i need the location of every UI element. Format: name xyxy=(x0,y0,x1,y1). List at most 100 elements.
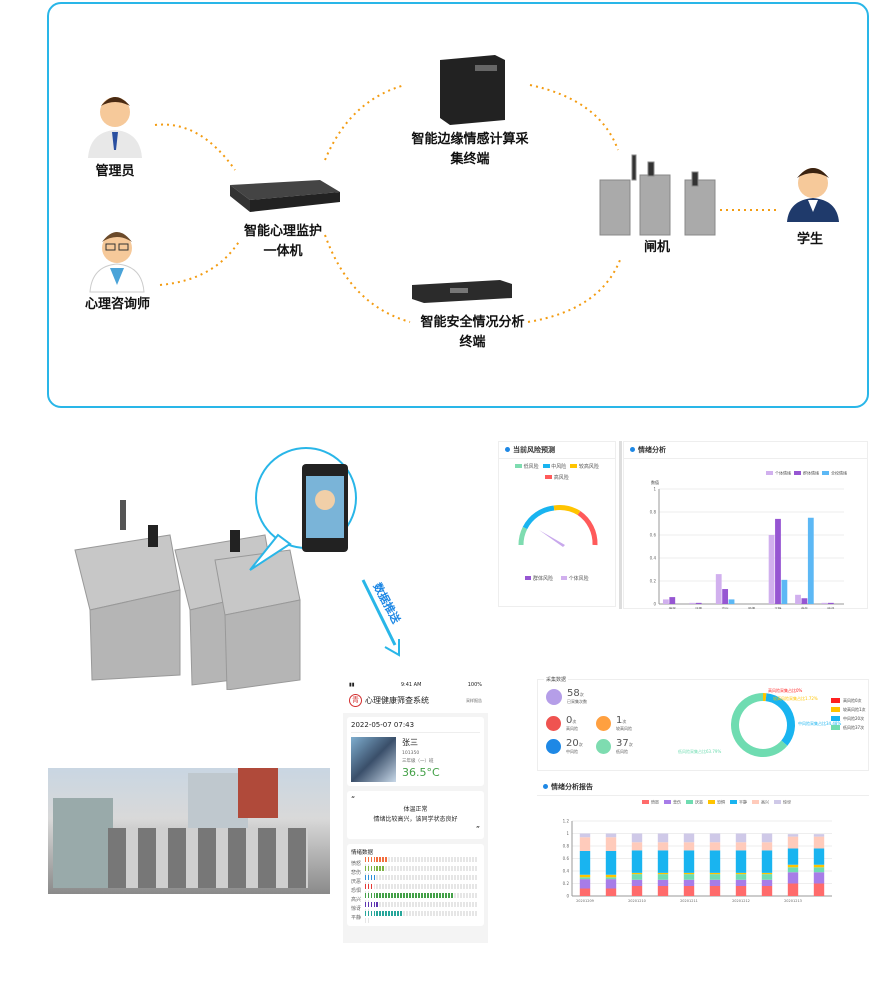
user-icon xyxy=(546,688,562,705)
bar-segment xyxy=(631,872,643,875)
donut-slice xyxy=(731,693,788,757)
bar-segment xyxy=(683,872,695,875)
connector-monitor-edge xyxy=(324,84,406,161)
y-tick-label: 0.8 xyxy=(563,844,570,849)
risk-count-label: 中风险 xyxy=(566,749,578,754)
emotion-bar-chart: 00.20.40.60.81数值愤怒厌恶高兴恐惧平静悲伤惊讶个体情绪群体情绪全校… xyxy=(650,470,847,612)
unit-label: 次 xyxy=(572,719,577,724)
legend-swatch xyxy=(708,800,715,804)
bar-segment xyxy=(683,886,695,896)
bar-segment xyxy=(683,833,695,843)
legend-low-risk: 低风险 xyxy=(515,463,539,470)
risk-count-1: 1次较高风险 xyxy=(596,715,632,732)
legend-label: 平静 xyxy=(739,799,747,805)
bar-segment xyxy=(579,837,591,851)
legend-label: 高兴 xyxy=(761,799,769,805)
bar-segment xyxy=(605,877,617,880)
system-diagram-frame xyxy=(47,2,869,408)
bar-segment xyxy=(631,842,643,851)
risk-count-0: 0次高风险 xyxy=(546,715,578,732)
donut-legend-swatch xyxy=(831,707,840,712)
label-monitor: 智能心理监护一体机 xyxy=(243,224,322,259)
student-class: 三年级（一）班 xyxy=(402,759,434,764)
label-safety-terminal: 智能安全情况分析终端 xyxy=(420,315,525,350)
bar-segment xyxy=(813,872,825,884)
emotion-level-bar xyxy=(364,874,480,889)
bar-segment xyxy=(657,872,669,875)
gauge-high-segment xyxy=(577,510,598,546)
emotion-label: 高兴 xyxy=(351,897,362,903)
label-student: 学生 xyxy=(796,232,823,247)
y-tick-label: 0 xyxy=(653,602,656,607)
y-tick-label: 1.2 xyxy=(563,819,570,824)
donut-label: 中风险采集占比34.48% xyxy=(798,720,841,726)
bar-segment xyxy=(735,833,747,843)
bar-segment xyxy=(631,874,643,880)
legend-high-risk: 高风险 xyxy=(545,474,569,481)
gate-icon xyxy=(599,154,716,236)
arrow-down-icon xyxy=(361,579,400,657)
y-tick-label: 0 xyxy=(566,894,569,899)
emotion-label: 厌恶 xyxy=(351,879,362,885)
bar xyxy=(807,517,814,604)
emotion-level-bar xyxy=(364,865,480,880)
student-photo xyxy=(351,737,396,782)
bar-segment xyxy=(657,886,669,896)
bar-segment xyxy=(813,836,825,849)
bar xyxy=(781,579,788,604)
legend-group-risk: 群体风险 xyxy=(525,575,553,582)
bar xyxy=(795,594,801,604)
y-axis-label: 数值 xyxy=(651,479,659,485)
emotion-row: 悲伤 xyxy=(351,865,480,880)
bar xyxy=(722,589,729,604)
bar-segment xyxy=(735,879,747,886)
bar-segment xyxy=(657,833,669,843)
emotion-report-title: 情绪分析报告 xyxy=(537,779,869,796)
app-logo-icon: 青 xyxy=(349,694,362,707)
x-tick-label: 惊讶 xyxy=(827,606,835,609)
donut-legend-swatch xyxy=(831,716,840,721)
x-tick-label: 恐惧 xyxy=(748,606,756,609)
y-tick-label: 0.6 xyxy=(563,856,570,861)
bar-segment xyxy=(683,879,695,886)
unit-label: 次 xyxy=(622,719,627,724)
label-admin: 管理员 xyxy=(95,164,135,179)
emotion-level-bar xyxy=(364,856,480,871)
bar-segment xyxy=(605,888,617,896)
bar-segment xyxy=(657,874,669,880)
bar-segment xyxy=(709,842,721,851)
student-id: 101350 xyxy=(402,751,420,756)
x-tick-label: 20201209 xyxy=(576,899,594,903)
x-tick-label: 平静 xyxy=(774,606,782,609)
bar-segment xyxy=(709,879,721,886)
risk-count-value: 37 xyxy=(616,738,629,749)
bar-segment xyxy=(683,842,695,851)
legend-mid-risk: 中风险 xyxy=(542,463,566,470)
risk-count-label: 低风险 xyxy=(616,749,628,754)
x-tick-label: 高兴 xyxy=(722,606,730,609)
y-tick-label: 1 xyxy=(566,831,569,836)
y-tick-label: 0.8 xyxy=(650,510,657,515)
legend-label: 愤怒 xyxy=(651,799,659,805)
temperature-status: 体温正常 xyxy=(403,806,428,813)
bar-segment xyxy=(787,872,799,884)
bar-segment xyxy=(787,864,799,868)
donut-legend-label: 中风险20次 xyxy=(843,715,864,721)
connector-monitor-safety xyxy=(324,234,411,323)
bar xyxy=(728,599,735,604)
legend-label: 群体情绪 xyxy=(803,470,819,476)
report-button[interactable]: 采样报告 xyxy=(466,697,482,703)
admin-icon xyxy=(88,97,142,158)
total-collections: 58次已采集次数 xyxy=(546,688,587,705)
battery-level: 100% xyxy=(467,682,482,688)
bar-segment xyxy=(787,834,799,837)
label-gate: 闸机 xyxy=(643,240,670,255)
monitor-device-icon xyxy=(230,180,340,212)
connector-safety-gate xyxy=(527,259,621,323)
bar-segment xyxy=(579,888,591,896)
risk-count-3: 37次低风险 xyxy=(596,738,633,755)
emotion-chart-title: 情绪分析 xyxy=(624,442,867,459)
